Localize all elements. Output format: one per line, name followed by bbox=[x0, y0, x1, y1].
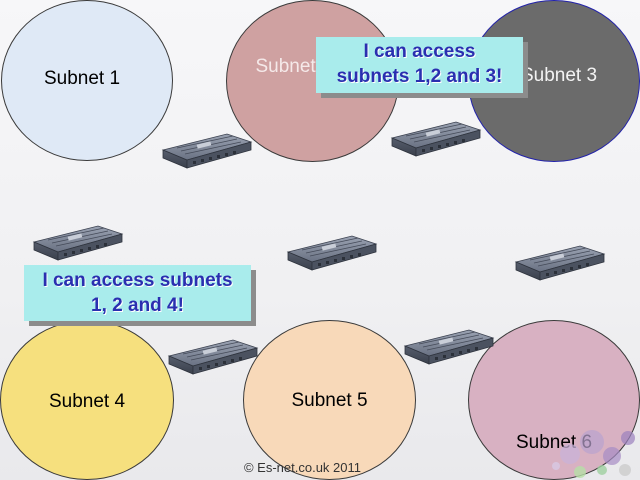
subnet-4-label: Subnet 4 bbox=[48, 390, 126, 412]
router-icon bbox=[28, 222, 126, 262]
callout-left: I can access subnets 1, 2 and 4! bbox=[24, 265, 251, 321]
router-icon bbox=[386, 118, 484, 158]
subnet-1-circle: Subnet 1 bbox=[1, 0, 173, 161]
subnet-1-label: Subnet 1 bbox=[43, 67, 121, 89]
subnet-4-circle: Subnet 4 bbox=[0, 320, 174, 480]
router-icon bbox=[157, 130, 255, 170]
router-icon bbox=[282, 232, 380, 272]
subnet-5-circle: Subnet 5 bbox=[243, 320, 416, 480]
router-icon bbox=[399, 326, 497, 366]
subnet-2-label: Subnet 2 bbox=[255, 56, 332, 77]
subnet-5-label: Subnet 5 bbox=[291, 389, 368, 411]
subnet-3-label: Subnet 3 bbox=[520, 65, 598, 86]
decorative-bubbles bbox=[552, 430, 635, 478]
callout-top: I can access subnets 1,2 and 3! bbox=[316, 37, 523, 93]
router-icon bbox=[163, 336, 261, 376]
copyright-text: © Es-net.co.uk 2011 bbox=[243, 460, 361, 475]
router-icon bbox=[510, 242, 608, 282]
